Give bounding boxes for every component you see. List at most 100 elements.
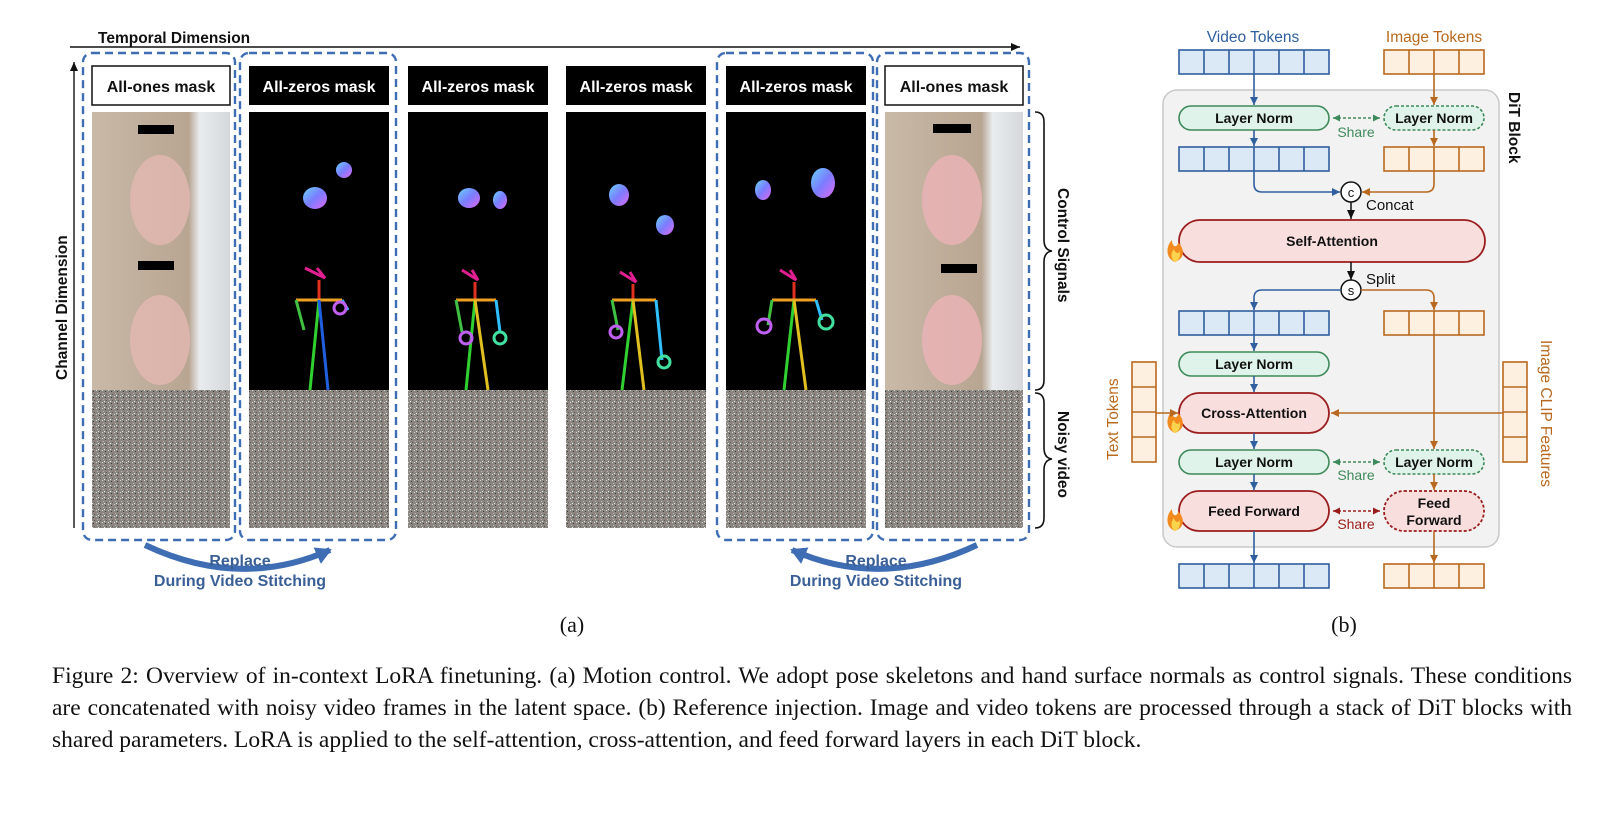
column-2: All-zeros mask <box>249 66 389 528</box>
video-tokens-split <box>1178 310 1330 336</box>
share-label: Share <box>1337 467 1375 483</box>
layer-norm-label: Layer Norm <box>1215 454 1293 470</box>
self-attention-block <box>1178 219 1486 263</box>
mask-label: All-zeros mask <box>422 79 535 96</box>
dit-block-label: DiT Block <box>1505 92 1522 164</box>
share-label: Share <box>1337 124 1375 140</box>
noisy-frame <box>249 390 389 528</box>
mask-label: All-ones mask <box>900 79 1009 96</box>
noisy-video-label: Noisy video <box>1054 411 1071 498</box>
replace-right-line1: Replace <box>845 553 906 570</box>
video-tokens-label: Video Tokens <box>1207 29 1300 46</box>
text-tokens <box>1131 361 1157 463</box>
control-frame <box>566 112 706 390</box>
hand-normal <box>609 184 629 206</box>
dashed-outline-col-6 <box>875 51 1031 542</box>
panel-a-motion-control: Temporal Dimension Channel Dimension All… <box>54 30 1071 637</box>
image-tokens-out <box>1383 563 1485 589</box>
mask-label-box <box>91 65 231 106</box>
concat-label: Concat <box>1366 197 1414 214</box>
panel-b-reference-injection: DiT Block Video Tokens Image Tokens Laye… <box>1105 29 1554 637</box>
dashed-outline-col-2 <box>238 51 398 542</box>
layer-norm-label: Layer Norm <box>1215 356 1293 372</box>
dashed-outline-col-5 <box>715 51 875 542</box>
hand-normal <box>755 180 771 200</box>
hand-normal <box>303 187 327 209</box>
layer-norm-label: Layer Norm <box>1215 110 1293 126</box>
mask-label-box <box>726 66 866 105</box>
share-label: Share <box>1337 516 1375 532</box>
control-frame <box>726 112 866 390</box>
mask-label-box <box>408 66 548 105</box>
mask-label: All-ones mask <box>107 79 216 96</box>
hand-normal <box>811 168 835 198</box>
layer-norm-label: Layer Norm <box>1395 454 1473 470</box>
image-clip-label: Image CLIP Features <box>1537 340 1554 487</box>
noisy-frame <box>885 390 1023 528</box>
noisy-frame <box>566 390 706 528</box>
self-attention-label: Self-Attention <box>1286 233 1378 249</box>
fire-icon <box>1167 240 1183 262</box>
control-frame <box>249 112 389 390</box>
split-label: Split <box>1366 271 1396 288</box>
noisy-video-brace <box>1034 392 1053 529</box>
temporal-axis-label: Temporal Dimension <box>98 30 250 47</box>
column-5: All-zeros mask <box>726 66 866 528</box>
mask-label-box <box>566 66 706 105</box>
mask-label: All-zeros mask <box>740 79 853 96</box>
dashed-outline-col-1 <box>81 51 237 542</box>
column-1: All-ones mask <box>91 65 231 528</box>
replace-left-line1: Replace <box>209 553 270 570</box>
noisy-frame <box>408 390 548 528</box>
hand-normal <box>336 162 352 178</box>
column-6: All-ones mask <box>884 65 1024 528</box>
replace-arrow-left <box>143 542 332 572</box>
feed-forward-label: Feed Forward <box>1208 503 1300 519</box>
replace-arrow-right <box>790 542 979 572</box>
replace-right-line2: During Video Stitching <box>790 573 962 590</box>
control-signals-brace <box>1034 111 1053 391</box>
pose-skeleton <box>755 268 835 391</box>
cross-attention-label: Cross-Attention <box>1201 405 1307 421</box>
channel-axis-label: Channel Dimension <box>54 235 71 380</box>
figure-caption: Figure 2: Overview of in-context LoRA fi… <box>52 663 1572 753</box>
column-3: All-zeros mask <box>408 66 548 528</box>
pose-skeleton <box>608 270 672 391</box>
face-mask-bar <box>941 264 977 273</box>
hand-normal <box>493 191 507 209</box>
control-signals-label: Control Signals <box>1054 188 1071 303</box>
noisy-frame <box>92 390 230 528</box>
text-tokens-label: Text Tokens <box>1105 378 1122 460</box>
split-symbol: s <box>1348 283 1355 298</box>
panel-b-sublabel: (b) <box>1331 612 1357 637</box>
mask-label-box <box>249 66 389 105</box>
pose-skeleton <box>294 266 350 391</box>
hand-normal <box>656 215 674 235</box>
face-mask-bar <box>138 261 174 270</box>
image-tokens-normed <box>1383 146 1485 172</box>
pose-skeleton <box>454 268 508 391</box>
fire-icon <box>1167 509 1183 531</box>
figure: Temporal Dimension Channel Dimension All… <box>54 29 1554 637</box>
mask-label: All-zeros mask <box>263 79 376 96</box>
frame-columns: All-ones mask All-zeros mask <box>91 65 1024 528</box>
face-mask-bar <box>933 124 971 133</box>
noisy-frame <box>726 390 866 528</box>
mask-label: All-zeros mask <box>580 79 693 96</box>
video-tokens-normed <box>1178 146 1330 172</box>
replace-left-line2: During Video Stitching <box>154 573 326 590</box>
layer-norm-label: Layer Norm <box>1395 110 1473 126</box>
image-tokens-split <box>1383 310 1485 336</box>
feed-forward-label-1: Feed <box>1418 495 1451 511</box>
hand-normal <box>458 188 480 208</box>
control-frame <box>408 112 548 390</box>
mask-label-box <box>884 65 1024 106</box>
panel-a-sublabel: (a) <box>560 612 584 637</box>
column-4: All-zeros mask <box>566 66 706 528</box>
video-tokens-in <box>1178 49 1330 75</box>
image-tokens-in <box>1383 49 1485 75</box>
concat-symbol: c <box>1348 185 1355 200</box>
image-clip-tokens <box>1502 361 1528 463</box>
image-tokens-label: Image Tokens <box>1386 29 1482 46</box>
face-mask-bar <box>138 125 174 134</box>
